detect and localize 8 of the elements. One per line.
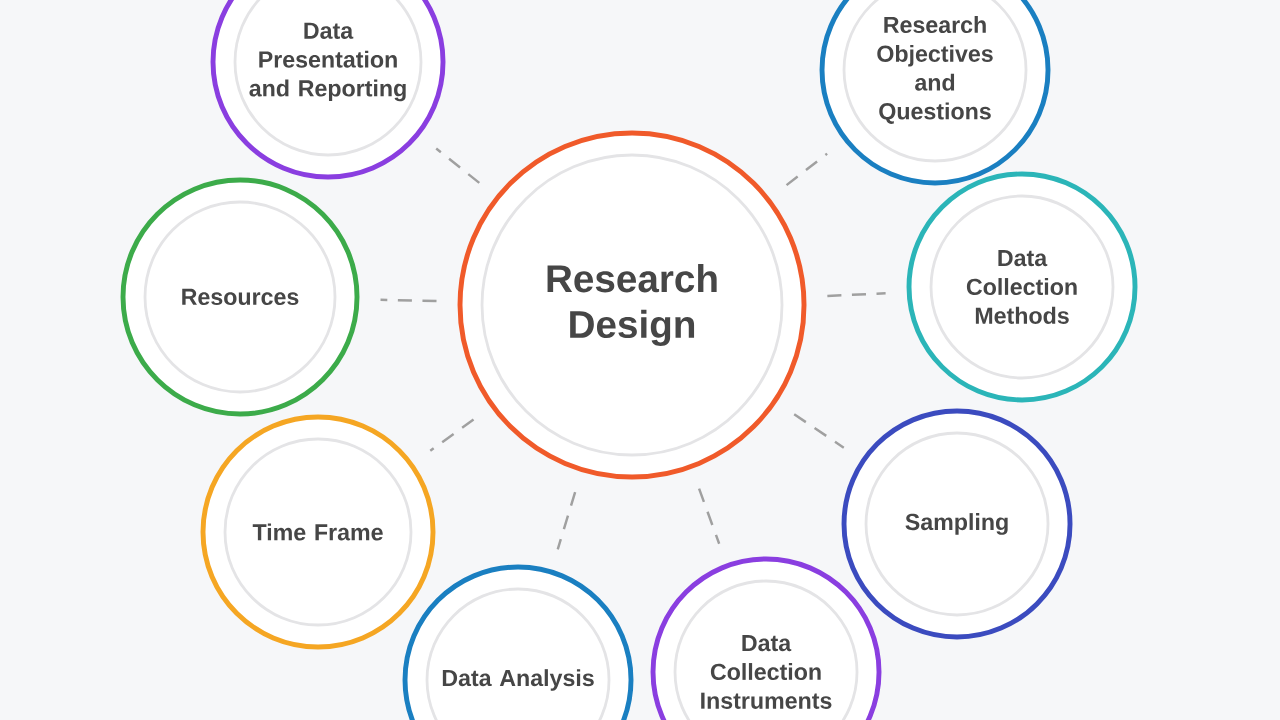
connector-line bbox=[697, 488, 721, 545]
connector-line bbox=[827, 292, 886, 298]
connector-line bbox=[785, 152, 828, 187]
connector-line bbox=[435, 147, 481, 184]
connector-line bbox=[429, 418, 475, 452]
connector-line bbox=[556, 491, 577, 550]
connector-line bbox=[380, 298, 437, 303]
connector-line bbox=[793, 413, 845, 449]
